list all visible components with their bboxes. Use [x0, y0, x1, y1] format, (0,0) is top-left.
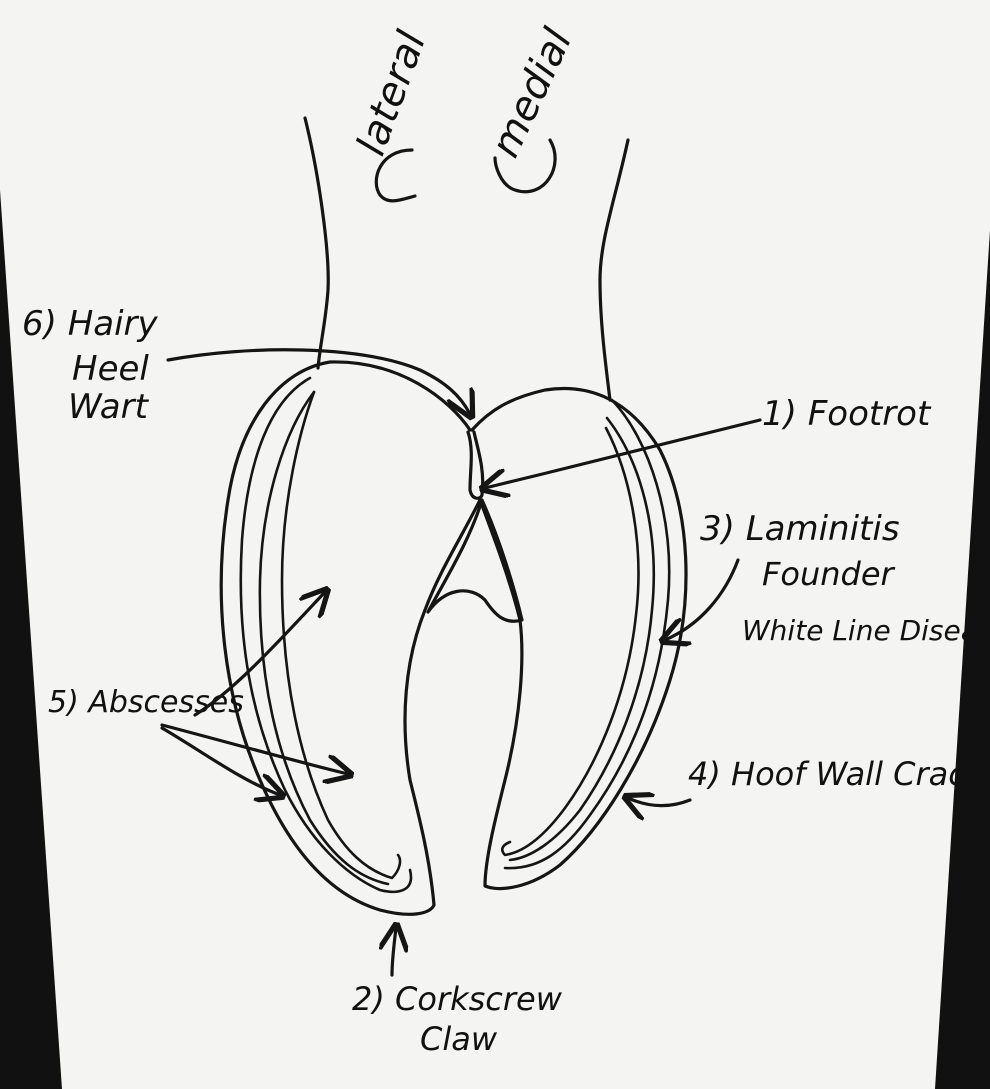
- laminitis-label-2: Founder: [762, 555, 896, 593]
- hoof-wall-cracks-arrow: [628, 798, 692, 806]
- footrot-label: 1) Footrot: [762, 394, 932, 434]
- lateral-claw-inner-2: [258, 390, 390, 886]
- medial-bracket: [493, 138, 557, 194]
- abscesses-arrow-1: [193, 592, 325, 717]
- laminitis-arrow: [665, 558, 740, 640]
- hairy-heel-wart-arrow: [166, 348, 470, 414]
- lateral-claw-inner-3: [280, 390, 402, 880]
- footrot-arrow: [485, 418, 762, 488]
- leg-outline-right: [598, 138, 630, 402]
- medial-claw-outer: [470, 386, 688, 891]
- corkscrew-label-1: 2) Corkscrew: [352, 980, 563, 1018]
- laminitis-label-3: White Line Disease: [742, 614, 990, 647]
- lateral-bracket: [374, 148, 417, 203]
- hairy-heel-wart-label-3: Wart: [68, 387, 150, 427]
- medial-claw-inner-3: [500, 426, 640, 857]
- hairy-heel-wart-label-1: 6) Hairy: [22, 304, 159, 344]
- hoof-wall-cracks-label: 4) Hoof Wall Cracks: [688, 755, 990, 793]
- abscesses-arrow-2: [160, 723, 348, 774]
- medial-claw-inner-2: [508, 416, 656, 862]
- heel-bulb-curve: [426, 498, 524, 623]
- abscesses-arrow-3: [160, 726, 280, 795]
- laminitis-label-1: 3) Laminitis: [700, 509, 900, 549]
- medial-claw-inner-1: [503, 398, 671, 870]
- hairy-heel-wart-label-2: Heel: [72, 349, 149, 389]
- lateral-claw-outer: [219, 360, 482, 916]
- lateral-claw-inner-1: [239, 376, 413, 894]
- corkscrew-label-2: Claw: [420, 1020, 498, 1058]
- corkscrew-arrow: [392, 928, 396, 977]
- leg-outline-left: [303, 116, 330, 370]
